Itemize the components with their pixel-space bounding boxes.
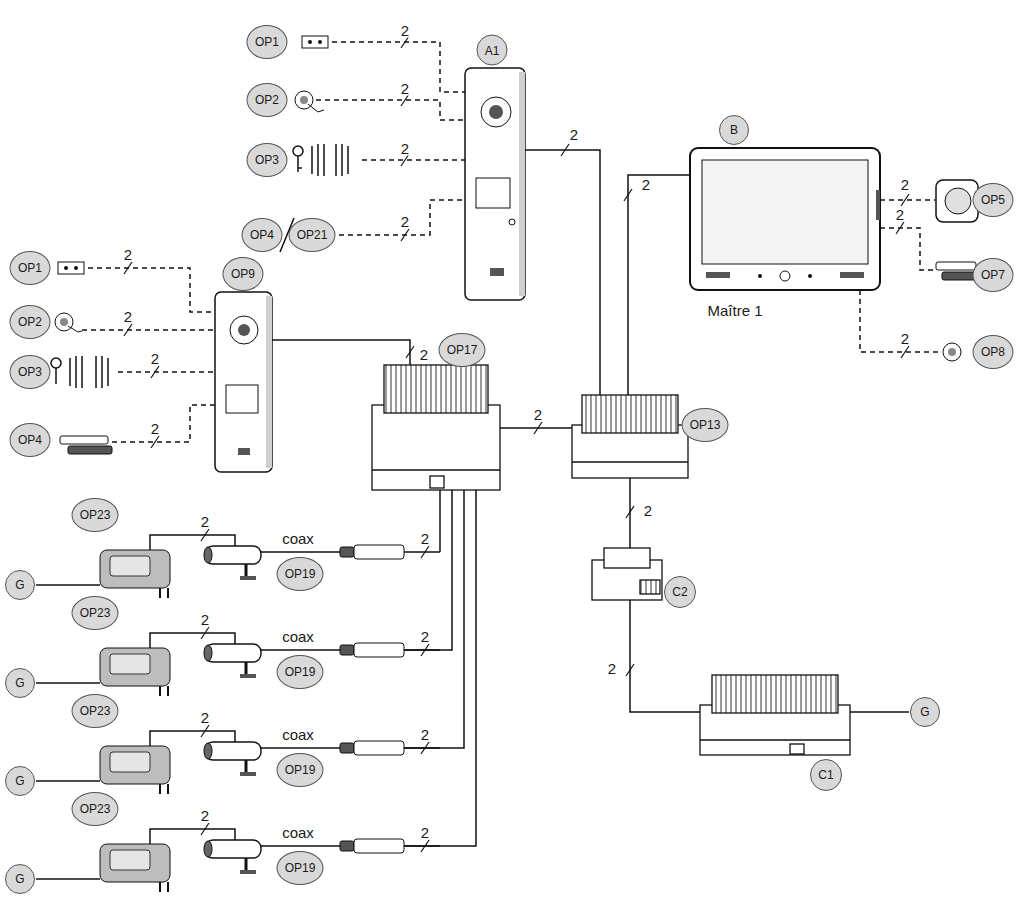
wire-label: 2 xyxy=(420,629,430,644)
callout-number: OP1 xyxy=(247,25,288,59)
callout-number: OP4 xyxy=(242,218,283,252)
callout-number: B xyxy=(719,115,749,145)
wire-label: 2 xyxy=(895,207,905,222)
wire-label: Maître 1 xyxy=(706,303,763,318)
wire-label: 2 xyxy=(533,407,543,422)
callout-number: OP23 xyxy=(72,498,119,532)
callout-number: G xyxy=(5,766,35,796)
callout-number: G xyxy=(5,864,35,894)
wire-label: 2 xyxy=(400,23,410,38)
wire-label: 2 xyxy=(569,127,579,142)
wire-label: 2 xyxy=(607,661,617,676)
wire-label: 2 xyxy=(123,309,133,324)
wire-label: 2 xyxy=(400,81,410,96)
wire-label: 2 xyxy=(150,421,160,436)
callout-number: A1 xyxy=(477,35,508,66)
wire-label: 2 xyxy=(643,503,653,518)
wire-label: 2 xyxy=(900,331,910,346)
wire-label: 2 xyxy=(419,347,429,362)
wire-label: 2 xyxy=(400,214,410,229)
wire-label: coax xyxy=(281,629,315,644)
callout-number: G xyxy=(910,697,940,727)
wire-label: 2 xyxy=(420,727,430,742)
wire-label: 2 xyxy=(200,514,210,529)
callout-number: OP23 xyxy=(72,792,119,826)
wire-label: 2 xyxy=(420,531,430,546)
wire-label: 2 xyxy=(200,612,210,627)
callout-number: OP19 xyxy=(277,557,324,591)
callout-number: OP19 xyxy=(277,851,324,885)
callout-number: C2 xyxy=(664,576,696,608)
wire-label: 2 xyxy=(150,351,160,366)
wire-label: coax xyxy=(281,531,315,546)
wire-label: 2 xyxy=(400,141,410,156)
callout-number: G xyxy=(5,570,35,600)
callout-number: OP5 xyxy=(973,183,1014,217)
wire-label: 2 xyxy=(200,710,210,725)
wire-label: coax xyxy=(281,825,315,840)
wire-label: coax xyxy=(281,727,315,742)
callout-number: OP2 xyxy=(247,83,288,117)
callout-number: OP23 xyxy=(72,694,119,728)
wire-label: 2 xyxy=(200,808,210,823)
callout-number: OP17 xyxy=(439,333,486,367)
callout-number: OP21 xyxy=(289,218,336,252)
callout-number: OP3 xyxy=(247,143,288,177)
callout-number: OP19 xyxy=(277,753,324,787)
callout-number: C1 xyxy=(810,759,842,791)
callout-number: OP9 xyxy=(223,257,264,291)
callout-number: OP13 xyxy=(682,408,729,442)
callout-number: OP8 xyxy=(973,335,1014,369)
wire-label: 2 xyxy=(641,177,651,192)
wire-label: 2 xyxy=(900,177,910,192)
callout-number: OP23 xyxy=(72,596,119,630)
wire-label: 2 xyxy=(123,247,133,262)
callout-number: G xyxy=(5,668,35,698)
callout-number: OP3 xyxy=(10,355,51,389)
callout-number: OP4 xyxy=(10,423,51,457)
callout-number: OP2 xyxy=(10,305,51,339)
callout-number: OP1 xyxy=(10,251,51,285)
callout-number: OP7 xyxy=(973,258,1014,292)
wire-label: 2 xyxy=(420,825,430,840)
callout-number: OP19 xyxy=(277,655,324,689)
